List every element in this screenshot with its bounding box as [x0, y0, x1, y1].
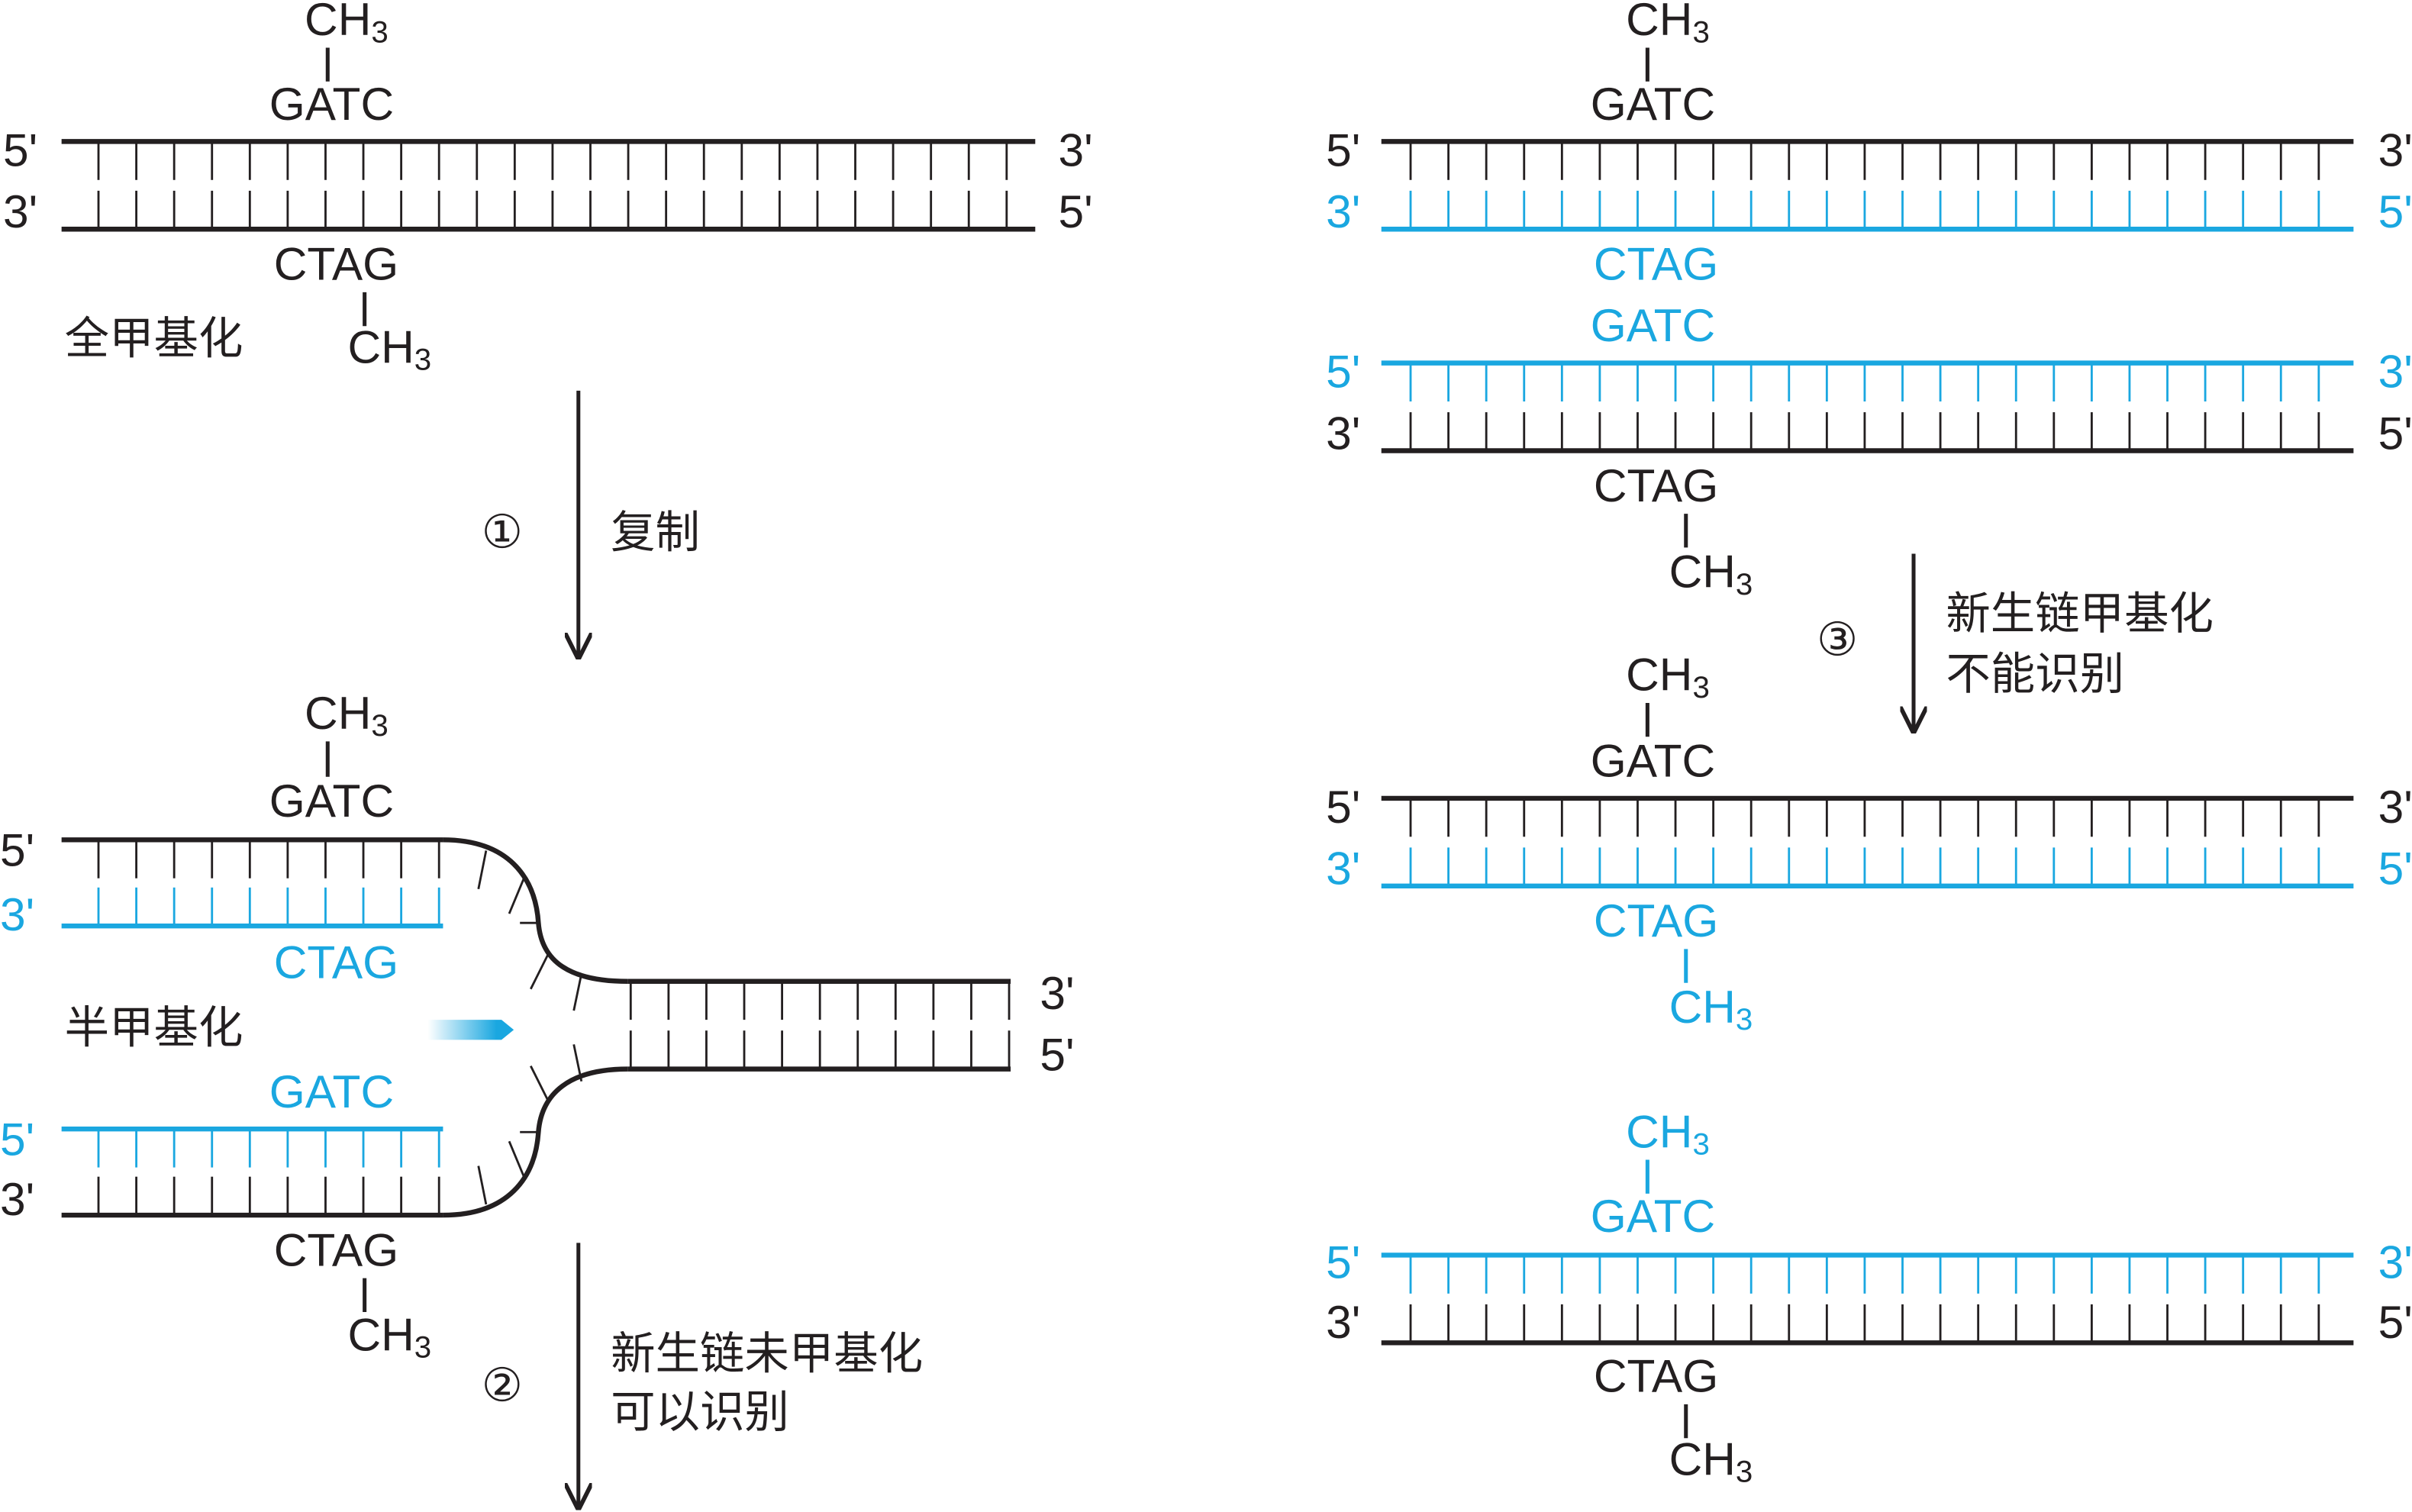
methyl-group: CH3 [1626, 0, 1710, 49]
ctag-site: CTAG [1594, 1350, 1718, 1402]
hemi-duplex-a: CH3 GATC 5' 3' 3' 5' CTAG [1326, 0, 2412, 290]
ctag-site-new: CTAG [1594, 238, 1718, 290]
methyl-group-new: CH3 [1626, 1105, 1710, 1161]
step1-label: 复制 [611, 506, 700, 558]
fork-curve-top [443, 837, 628, 984]
ctag-site-new: CTAG [274, 937, 398, 988]
end-label: 5' [2378, 407, 2412, 459]
pointer-arrow-icon [427, 1020, 514, 1040]
ctag-site: CTAG [274, 238, 398, 290]
methyl-group: CH3 [305, 687, 389, 743]
base-tick [477, 850, 488, 890]
methyl-group: CH3 [1626, 649, 1710, 704]
end-label: 5' [0, 824, 34, 875]
gatc-site-new: GATC [269, 1065, 394, 1117]
base-tick [530, 1065, 549, 1101]
methyl-group: CH3 [347, 1308, 431, 1364]
methyl-group: CH3 [347, 321, 431, 376]
end-label: 3' [1326, 407, 1360, 459]
step2-number: ② [482, 1359, 523, 1411]
end-label: 5' [1326, 781, 1360, 833]
fork-curve-bottom [443, 1066, 628, 1218]
gatc-site: GATC [269, 775, 394, 827]
end-label: 3' [1040, 967, 1074, 1019]
hemi-methylated-label: 半甲基化 [65, 1001, 243, 1053]
gatc-site-new: GATC [1591, 299, 1715, 351]
strands [61, 139, 2354, 1346]
step1-number: ① [482, 505, 523, 557]
fully-methylated-label: 全甲基化 [65, 312, 243, 364]
end-label: 5' [1040, 1028, 1074, 1080]
base-tick [508, 1140, 526, 1179]
end-label: 5' [2378, 1296, 2412, 1348]
end-label: 5' [1326, 124, 1360, 176]
methyl-group: CH3 [305, 0, 389, 49]
fully-methylated-duplex: CH3 GATC 5' 3' 3' 5' CTAG CH3 全甲基化 [3, 0, 1093, 376]
end-label: 5' [2378, 843, 2412, 895]
step3-number: ③ [1817, 613, 1858, 665]
replication-fork: CH3 GATC 5' 3' CTAG 半甲基化 GATC 5' 3' 3' 5… [0, 687, 1074, 1364]
end-label: 3' [2378, 346, 2412, 398]
end-label: 5' [1326, 346, 1360, 398]
methylated-duplex-c: CH3 GATC 5' 3' 3' 5' CTAG CH3 [1326, 649, 2412, 1036]
end-label: 3' [1326, 1296, 1360, 1348]
end-label: 3' [1326, 185, 1360, 237]
base-tick [508, 876, 526, 914]
hemi-duplex-b: GATC 5' 3' 3' 5' CTAG CH3 [1326, 299, 2412, 601]
methyl-group-new: CH3 [1669, 981, 1753, 1036]
base-tick [572, 1044, 583, 1082]
ctag-site-new: CTAG [1594, 895, 1718, 946]
end-label: 3' [0, 1173, 34, 1225]
methylated-duplex-d: CH3 GATC 5' 3' 3' 5' CTAG CH3 [1326, 1105, 2412, 1488]
base-tick [572, 973, 583, 1011]
end-label: 3' [2378, 1236, 2412, 1288]
methyl-group: CH3 [1669, 546, 1753, 601]
ctag-site: CTAG [1594, 459, 1718, 511]
base-tick [530, 954, 549, 990]
end-label: 3' [2378, 781, 2412, 833]
end-label: 3' [1326, 843, 1360, 895]
end-label: 5' [1326, 1236, 1360, 1288]
base-tick [477, 1165, 488, 1205]
end-label: 5' [0, 1113, 34, 1165]
ctag-site: CTAG [274, 1223, 398, 1275]
step3-label-line2: 不能识别 [1946, 648, 2124, 700]
step2-label-line2: 可以识别 [611, 1386, 789, 1438]
end-label: 3' [2378, 124, 2412, 176]
methyl-group: CH3 [1669, 1433, 1753, 1488]
step3-label-line1: 新生链甲基化 [1946, 588, 2214, 640]
gatc-site: GATC [269, 78, 394, 130]
end-label: 5' [2378, 185, 2412, 237]
gatc-site-new: GATC [1591, 1190, 1715, 1242]
end-label: 3' [1059, 124, 1093, 176]
end-label: 5' [1059, 185, 1093, 237]
end-label: 5' [3, 124, 37, 176]
gatc-site: GATC [1591, 735, 1715, 787]
end-label: 3' [3, 185, 37, 237]
step2-label-line1: 新生链未甲基化 [611, 1328, 923, 1380]
end-label: 3' [0, 888, 34, 940]
gatc-site: GATC [1591, 78, 1715, 130]
